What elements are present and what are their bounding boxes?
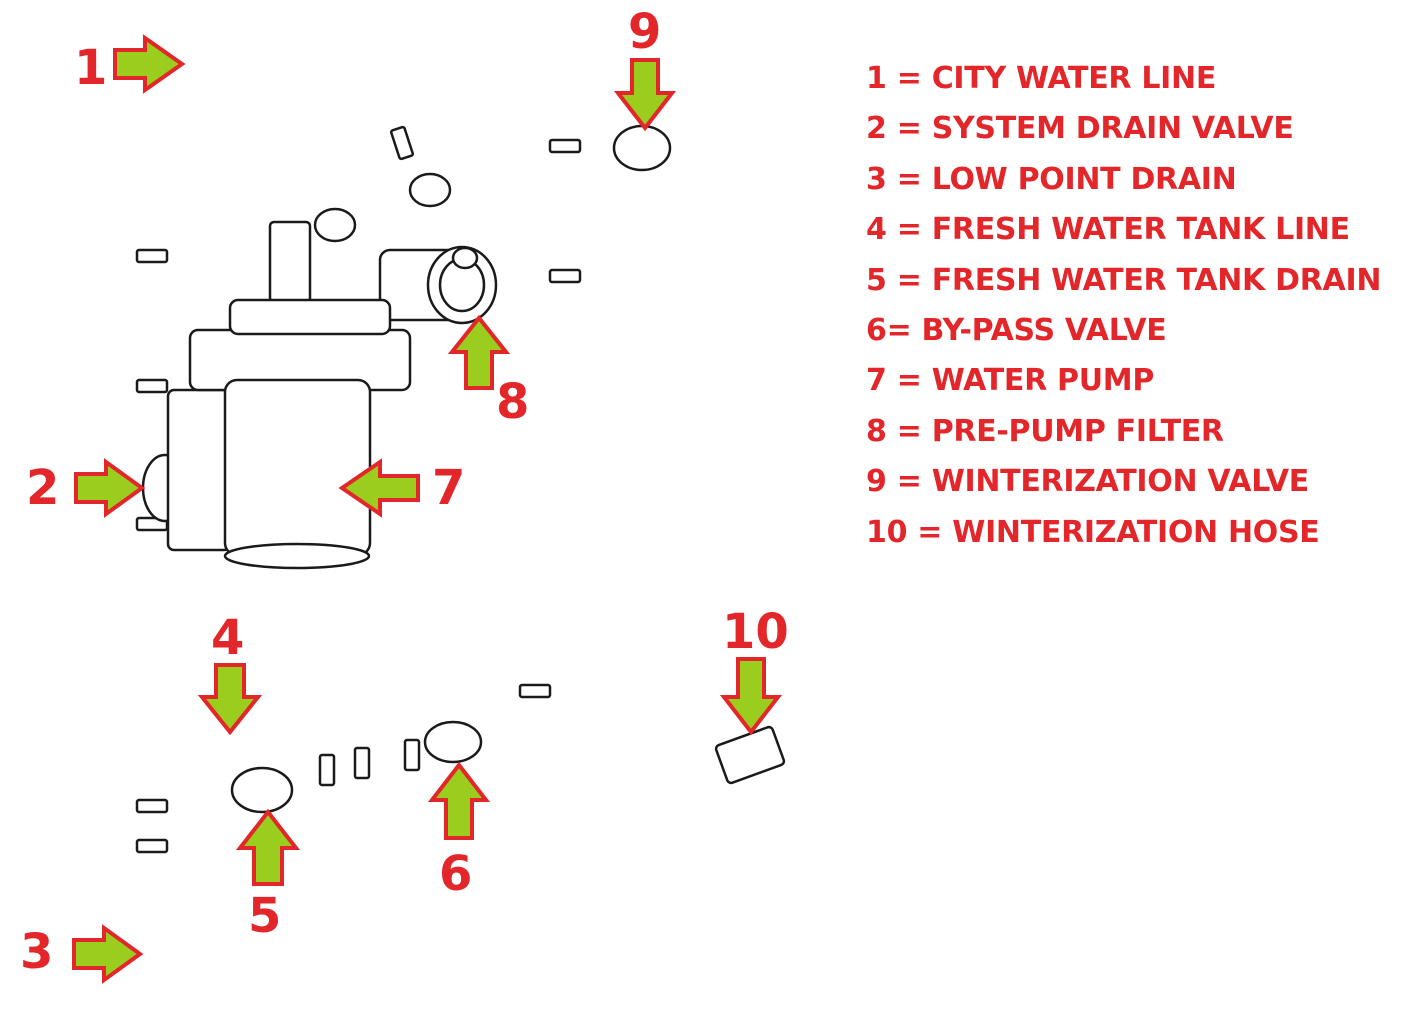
fresh-water-tank-drain-valve-body bbox=[230, 766, 294, 814]
callout-2: 2 bbox=[26, 460, 59, 516]
legend-item-3: 3 = LOW POINT DRAIN bbox=[866, 161, 1237, 197]
arrow-7 bbox=[338, 458, 420, 518]
winterization-hose-clamp bbox=[714, 725, 786, 785]
arrow-3 bbox=[72, 924, 144, 984]
legend-item-9: 9 = WINTERIZATION VALVE bbox=[866, 464, 1309, 500]
arrow-6 bbox=[427, 761, 491, 840]
legend: 1 = CITY WATER LINE 2 = SYSTEM DRAIN VAL… bbox=[866, 54, 1381, 558]
callout-10: 10 bbox=[722, 604, 789, 660]
callout-arrows bbox=[72, 34, 783, 984]
legend-item-10: 10 = WINTERIZATION HOSE bbox=[866, 514, 1320, 550]
arrow-10 bbox=[719, 657, 783, 736]
winterization-hose-line bbox=[662, 127, 923, 830]
legend-item-4: 4 = FRESH WATER TANK LINE bbox=[866, 212, 1350, 248]
callout-7: 7 bbox=[432, 460, 465, 516]
legend-item-2: 2 = SYSTEM DRAIN VALVE bbox=[866, 111, 1294, 147]
pipe-assembly bbox=[3, 29, 923, 1018]
legend-item-5: 5 = FRESH WATER TANK DRAIN bbox=[866, 262, 1382, 298]
arrow-5 bbox=[235, 808, 301, 886]
top-manifold-pipe bbox=[139, 147, 461, 235]
water-pump-body bbox=[166, 220, 412, 570]
arrow-2 bbox=[74, 458, 146, 518]
pre-pump-filter-body bbox=[378, 245, 498, 325]
arrow-4 bbox=[197, 663, 263, 736]
callout-1: 1 bbox=[74, 40, 107, 96]
fresh-water-tank-line bbox=[3, 679, 341, 771]
callout-3: 3 bbox=[20, 924, 53, 980]
right-riser-pipe bbox=[522, 105, 653, 718]
callout-numbers: 1 2 3 4 5 6 7 8 9 10 bbox=[20, 4, 789, 980]
manifold-knobs bbox=[313, 172, 479, 270]
winterization-valve-body bbox=[612, 124, 672, 172]
arrow-8 bbox=[447, 314, 511, 390]
callout-9: 9 bbox=[628, 4, 661, 60]
legend-item-6: 6= BY-PASS VALVE bbox=[866, 312, 1167, 348]
callout-4: 4 bbox=[211, 610, 244, 666]
callout-8: 8 bbox=[496, 374, 529, 430]
arrow-9 bbox=[613, 58, 677, 132]
legend-item-7: 7 = WATER PUMP bbox=[866, 363, 1155, 399]
callout-6: 6 bbox=[439, 846, 472, 902]
legend-item-8: 8 = PRE-PUMP FILTER bbox=[866, 413, 1224, 449]
legend-item-1: 1 = CITY WATER LINE bbox=[866, 61, 1217, 96]
callout-5: 5 bbox=[248, 888, 281, 944]
arrow-1 bbox=[113, 34, 186, 94]
by-pass-valve-body bbox=[423, 720, 483, 764]
